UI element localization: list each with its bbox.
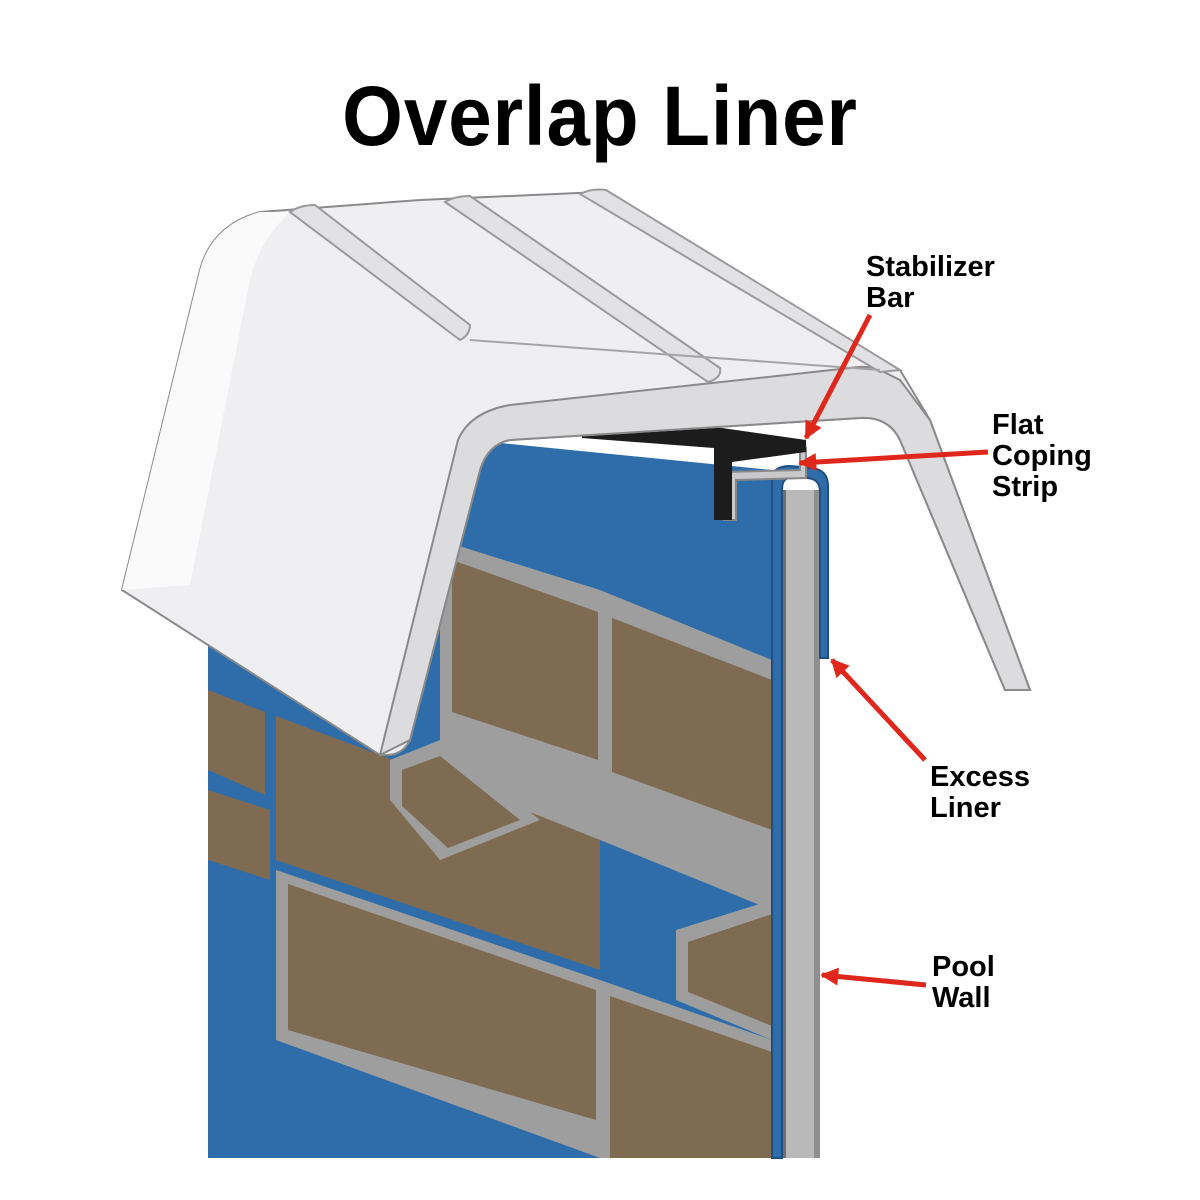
arrow-stabilizer-bar [803, 313, 873, 440]
stabilizer-bar [582, 422, 806, 520]
arrow-flat-coping-strip [798, 449, 989, 472]
liner-wrap [771, 464, 829, 1159]
label-pool-wall: Pool Wall [932, 951, 995, 1014]
label-flat-coping-strip: Flat Coping Strip [992, 409, 1092, 503]
label-excess-liner: Excess Liner [930, 761, 1030, 824]
brick-pattern [208, 540, 772, 1158]
diagram-title: Overlap Liner [342, 69, 858, 163]
label-stabilizer-bar: Stabilizer Bar [866, 251, 995, 314]
arrow-excess-liner [830, 658, 927, 762]
arrow-pool-wall [820, 967, 927, 988]
